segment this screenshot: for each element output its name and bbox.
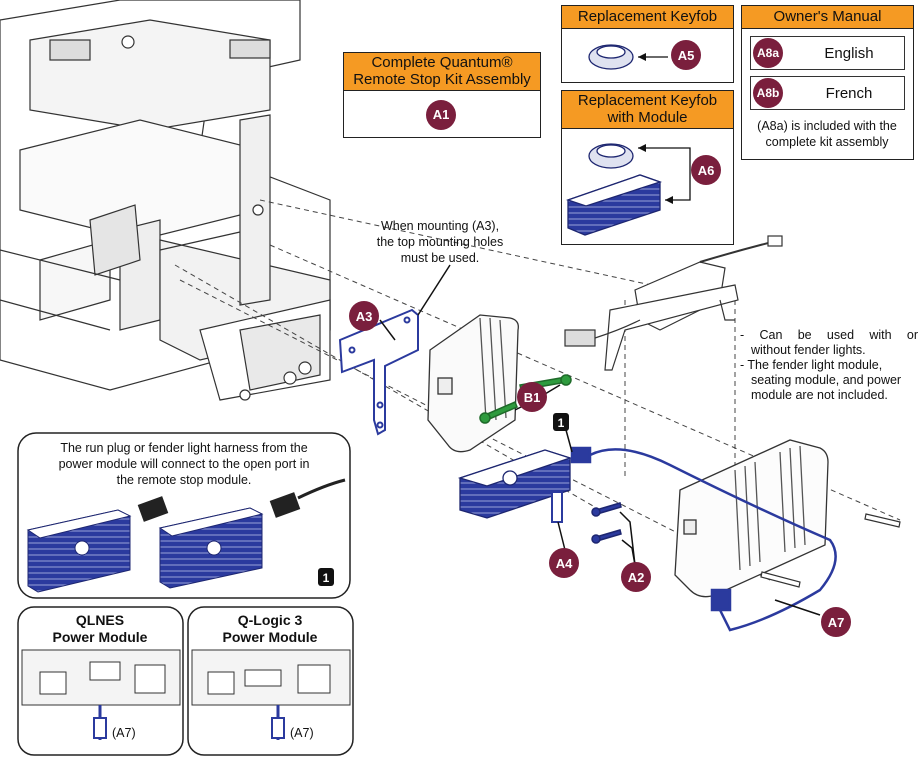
- manual-note: (A8a) is included with the complete kit …: [742, 118, 912, 150]
- owners-manual-box: Owner's Manual A8a English A8b French (A…: [741, 5, 914, 160]
- kit-assembly-header: Complete Quantum® Remote Stop Kit Assemb…: [344, 53, 540, 91]
- qlogic3-inset: Q-Logic 3 Power Module (A7): [187, 606, 354, 756]
- svg-text:1: 1: [558, 416, 565, 430]
- module-screws: [760, 513, 901, 588]
- badge-a2: A2: [621, 562, 651, 592]
- plate-a4: [551, 491, 563, 523]
- svg-text:1: 1: [323, 571, 330, 585]
- usage-note-line2: without fender lights.: [751, 343, 866, 357]
- svg-text:The run plug or fender light h: The run plug or fender light harness fro…: [60, 441, 307, 455]
- replacement-keyfob-header: Replacement Keyfob: [562, 6, 733, 29]
- replacement-keyfob-module-box: Replacement Keyfob with Module: [561, 90, 734, 245]
- svg-text:must be used.: must be used.: [401, 251, 480, 265]
- tag-1-main: 1: [553, 413, 569, 431]
- manual-note-line2: complete kit assembly: [765, 135, 889, 149]
- qlnes-inset: QLNES Power Module (A7): [17, 606, 184, 756]
- chassis-frame: [0, 0, 331, 401]
- svg-text:QLNES: QLNES: [76, 612, 124, 628]
- svg-text:Q-Logic 3: Q-Logic 3: [238, 612, 303, 628]
- badge-a3: A3: [349, 301, 379, 331]
- kit-title-line2: Remote Stop Kit Assembly: [353, 71, 531, 88]
- manual-note-line1: (A8a) is included with the: [757, 119, 897, 133]
- usage-note: - Can be used with or without fender lig…: [740, 328, 918, 403]
- mounting-bracket-a3: [338, 308, 419, 436]
- badge-a5: A5: [671, 40, 701, 70]
- svg-text:power module will connect to t: power module will connect to the open po…: [59, 457, 310, 471]
- keyfob-module-title-line2: with Module: [607, 109, 688, 126]
- svg-text:Power Module: Power Module: [223, 629, 318, 645]
- detail-inset: The run plug or fender light harness fro…: [17, 432, 351, 599]
- badge-a8b: A8b: [753, 78, 783, 108]
- svg-text:A5: A5: [678, 48, 695, 63]
- fender-light-module: [674, 439, 829, 598]
- svg-text:(A7): (A7): [290, 726, 314, 740]
- badge-a1: A1: [426, 100, 456, 130]
- badge-a8b-label: A8b: [756, 86, 780, 100]
- badge-a8a: A8a: [753, 38, 783, 68]
- svg-text:A6: A6: [698, 163, 715, 178]
- remote-stop-module: [457, 449, 573, 519]
- svg-text:A7: A7: [828, 615, 845, 630]
- svg-text:B1: B1: [524, 390, 541, 405]
- kit-assembly-box: Complete Quantum® Remote Stop Kit Assemb…: [343, 52, 541, 138]
- replacement-keyfob-box: Replacement Keyfob: [561, 5, 734, 83]
- svg-text:A3: A3: [356, 309, 373, 324]
- owners-manual-header: Owner's Manual: [742, 6, 913, 29]
- screws-b1: [479, 374, 572, 424]
- svg-text:(A7): (A7): [112, 726, 136, 740]
- remote-stop-cover: [427, 314, 519, 453]
- badge-a8a-label: A8a: [756, 46, 779, 60]
- badge-a4: A4: [549, 548, 579, 578]
- usage-note-line1: - Can be used with or: [740, 328, 918, 342]
- badge-a7: A7: [821, 607, 851, 637]
- usage-note-line4: seating module, and power: [751, 373, 902, 387]
- keyfob-module-title-line1: Replacement Keyfob: [577, 92, 718, 109]
- keyfob-icon: [588, 44, 668, 70]
- manual-row-english: A8a English: [750, 36, 905, 70]
- svg-text:the remote stop module.: the remote stop module.: [117, 473, 252, 487]
- svg-text:the top mounting holes: the top mounting holes: [377, 235, 503, 249]
- manual-language-french: French: [825, 85, 873, 102]
- svg-text:Power Module: Power Module: [53, 629, 148, 645]
- fender-light-harness: [564, 235, 783, 371]
- kit-title-line1: Complete Quantum®: [371, 54, 513, 71]
- badge-a1-label: A1: [432, 107, 450, 122]
- replacement-keyfob-module-header: Replacement Keyfob with Module: [562, 91, 733, 129]
- manual-language-english: English: [824, 45, 874, 62]
- svg-text:When mounting (A3),: When mounting (A3),: [381, 219, 499, 233]
- svg-text:A4: A4: [556, 556, 573, 571]
- harness-a7: [570, 446, 837, 632]
- keyfob-with-module-icon: [565, 143, 691, 236]
- manual-row-french: A8b French: [750, 76, 905, 110]
- mounting-note: When mounting (A3), the top mounting hol…: [377, 219, 503, 265]
- usage-note-line3: - The fender light module,: [740, 358, 883, 372]
- badge-a6: A6: [691, 155, 721, 185]
- svg-text:A2: A2: [628, 570, 645, 585]
- screws-a2: [591, 502, 622, 544]
- badge-b1: B1: [517, 382, 547, 412]
- usage-note-line5: module are not included.: [751, 388, 888, 402]
